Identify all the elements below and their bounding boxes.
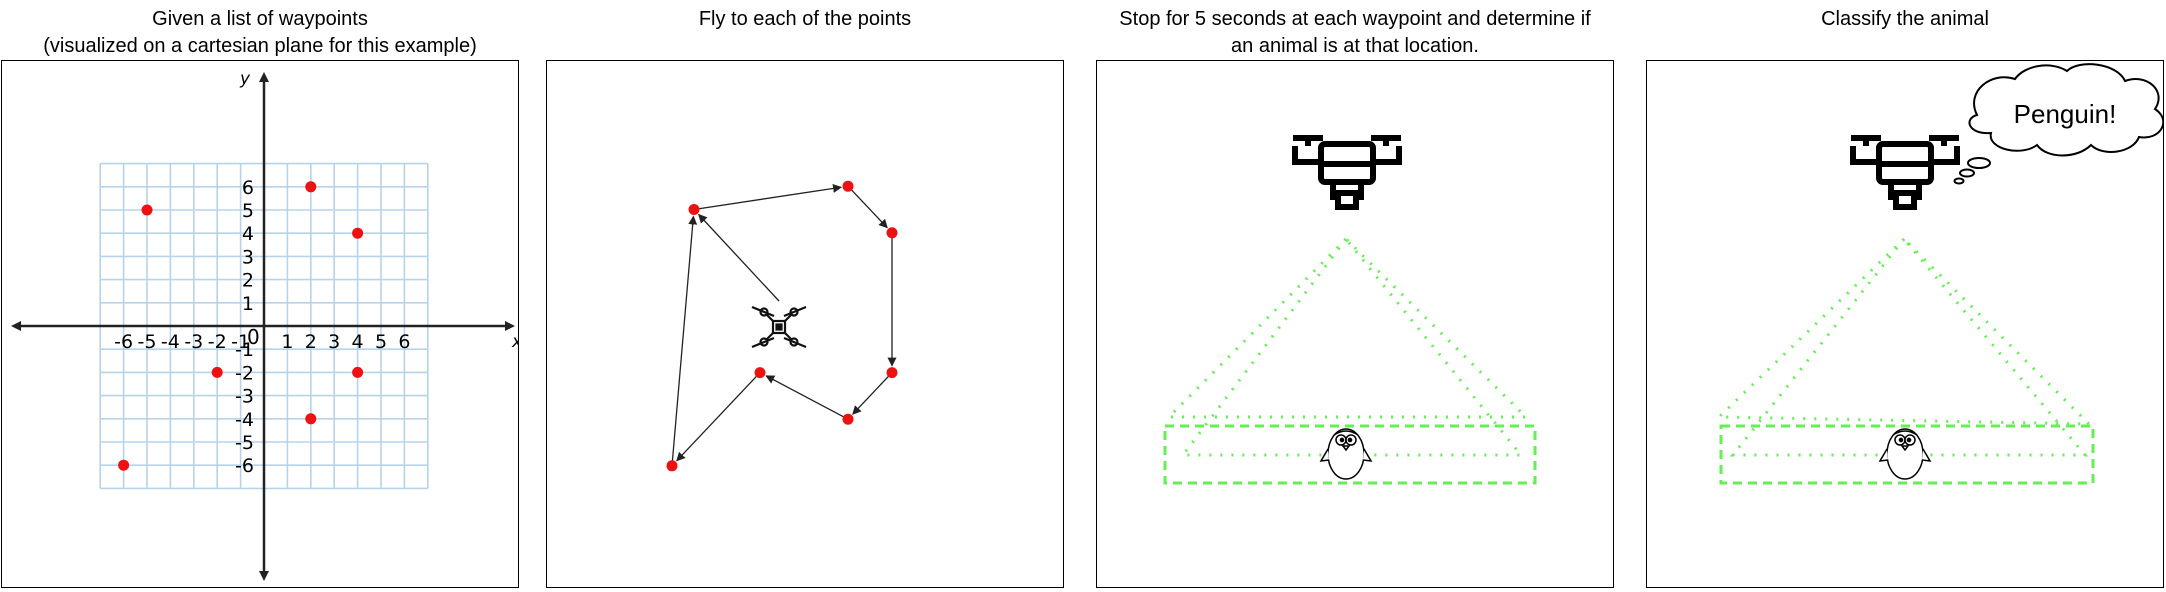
drone-icon xyxy=(1850,135,1960,210)
panel-4-title-line-1: Classify the animal xyxy=(1821,8,1989,30)
x-tick-label: 4 xyxy=(352,331,364,353)
y-tick-label: -4 xyxy=(235,409,254,431)
waypoint-marker xyxy=(666,460,678,472)
x-tick-label: 5 xyxy=(375,331,387,353)
y-tick-label: -2 xyxy=(235,362,254,384)
flight-path-segment xyxy=(676,372,761,462)
waypoint-marker xyxy=(842,413,854,425)
flight-path-diagram xyxy=(666,180,898,472)
flight-path-segment xyxy=(852,372,893,415)
y-tick-label: 2 xyxy=(242,270,254,292)
thought-bubble: Penguin! xyxy=(1953,63,2163,185)
x-axis-label: x xyxy=(511,332,519,352)
flight-path-segment xyxy=(671,215,698,466)
x-tick-label: -5 xyxy=(138,331,157,353)
penguin-icon xyxy=(1319,428,1373,480)
panel-2-title-line-1: Fly to each of the points xyxy=(698,8,912,30)
scan-area xyxy=(1163,236,1537,485)
y-tick-label: -6 xyxy=(235,455,254,477)
waypoint-marker xyxy=(211,366,223,378)
panel-1-title-line-1: Given a list of waypoints xyxy=(152,8,368,30)
y-tick-label: 4 xyxy=(242,223,254,245)
waypoint-marker xyxy=(352,227,364,239)
y-tick-label: -5 xyxy=(235,432,254,454)
flight-path-segment xyxy=(693,183,843,211)
drone-icon xyxy=(1292,135,1402,210)
scan-panel xyxy=(1096,60,1614,588)
origin-label: 0 xyxy=(247,325,260,349)
waypoint-marker xyxy=(305,413,317,425)
x-tick-label: -6 xyxy=(114,331,133,353)
panel-3-title: Stop for 5 seconds at each waypoint and … xyxy=(1095,6,1615,60)
classification-diagram: Penguin! xyxy=(1715,63,2163,485)
panel-1-title: Given a list of waypoints (visualized on… xyxy=(0,6,520,60)
x-tick-label: -3 xyxy=(184,331,203,353)
flight-path-segment xyxy=(847,185,888,229)
y-tick-label: -1 xyxy=(235,339,254,361)
y-axis-label: y xyxy=(239,69,251,89)
waypoint-marker xyxy=(754,367,766,379)
waypoint-marker xyxy=(305,181,317,193)
x-tick-label: 6 xyxy=(398,331,410,353)
panel-1-title-line-2: (visualized on a cartesian plane for thi… xyxy=(43,35,477,57)
x-tick-label: -4 xyxy=(161,331,180,353)
y-tick-label: 1 xyxy=(242,293,254,315)
flight-path-segment xyxy=(765,375,849,420)
waypoint-marker xyxy=(886,227,898,239)
flight-path-panel xyxy=(546,60,1064,588)
scan-diagram xyxy=(1163,135,1537,485)
waypoint-marker xyxy=(886,367,898,379)
y-tick-label: 5 xyxy=(242,200,254,222)
panel-4-title: Classify the animal xyxy=(1645,6,2165,33)
panel-3-title-line-1: Stop for 5 seconds at each waypoint and … xyxy=(1119,8,1591,30)
x-tick-label: 3 xyxy=(328,331,340,353)
x-tick-label: 2 xyxy=(305,331,317,353)
y-tick-label: -3 xyxy=(235,386,254,408)
quadcopter-icon xyxy=(751,305,807,349)
x-tick-label: -1 xyxy=(231,331,250,353)
panel-2-title: Fly to each of the points xyxy=(545,6,1065,33)
classification-label: Penguin! xyxy=(2014,99,2117,129)
panel-3-title-line-2: an animal is at that location. xyxy=(1231,35,1479,57)
waypoint-marker xyxy=(352,366,364,378)
classification-panel: Penguin! xyxy=(1646,60,2164,588)
flight-path-segment xyxy=(698,213,780,302)
waypoint-marker xyxy=(688,204,700,215)
x-tick-label: -2 xyxy=(208,331,227,353)
waypoint-marker xyxy=(141,204,153,216)
y-tick-label: 6 xyxy=(242,177,254,199)
y-tick-label: 3 xyxy=(242,246,254,268)
x-tick-label: 1 xyxy=(281,331,293,353)
waypoint-marker xyxy=(118,459,130,471)
penguin-icon xyxy=(1878,428,1932,480)
waypoint-marker xyxy=(842,180,854,192)
